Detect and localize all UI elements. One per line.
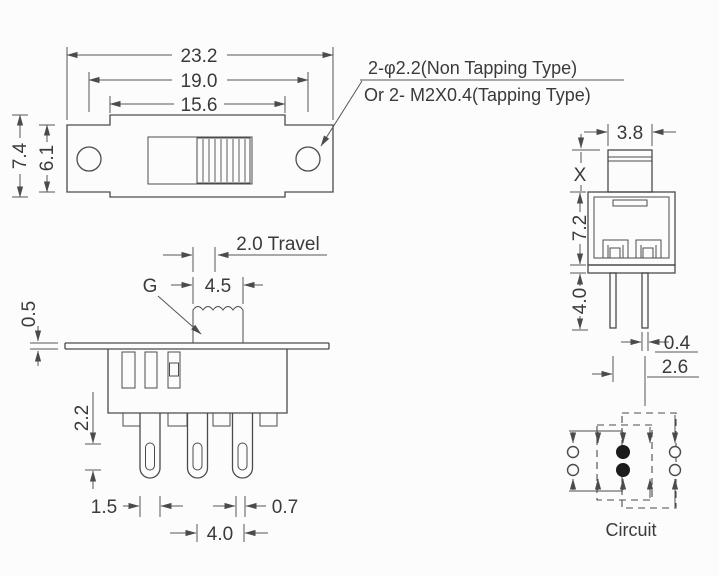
front-body-bottom-tabs — [122, 412, 278, 427]
dim-hole-pitch: 19.0 — [88, 71, 309, 112]
dim-terminal-width-label: 1.5 — [91, 497, 117, 518]
dim-knob-width-side-label: 3.8 — [617, 123, 643, 144]
circuit-diagram: Circuit — [566, 412, 682, 540]
dim-knob-width-side: 3.8 — [584, 123, 676, 146]
dim-knob-height-label: X — [574, 165, 587, 186]
slider-position-left — [596, 424, 653, 501]
common-pin-top — [616, 445, 630, 459]
dim-total-width: 23.2 — [66, 46, 334, 120]
dim-body-height-side-label: 7.2 — [570, 215, 591, 241]
dim-end-height: 6.1 — [37, 124, 58, 193]
side-knob — [607, 149, 653, 193]
side-base-plate — [587, 264, 676, 274]
side-pin-right — [641, 272, 649, 329]
mounting-hole-left — [76, 146, 102, 172]
dim-terminal-thickness-label: 0.7 — [272, 497, 298, 518]
note-line2: Or 2- M2X0.4(Tapping Type) — [364, 85, 591, 105]
dim-pin-width: 0.4 — [621, 332, 698, 354]
dim-flange-thickness-label: 0.5 — [19, 301, 40, 327]
front-body-slots — [121, 351, 181, 389]
dim-hole-length-label: 2.2 — [72, 405, 93, 431]
dim-pin-pitch: 2.6 — [592, 356, 699, 406]
top-view-body-outline — [66, 114, 334, 198]
dim-travel: 2.0 Travel — [163, 234, 327, 272]
dim-pin-length: 4.0 — [570, 272, 591, 331]
slider-knob-front — [192, 306, 244, 343]
note-leader-line — [320, 80, 363, 147]
dim-terminal-pitch: 4.0 — [170, 524, 268, 545]
note-line1: 2-φ2.2(Non Tapping Type) — [368, 58, 577, 78]
side-view: 3.8 X 7.2 4.0 0.4 — [570, 123, 699, 406]
dim-terminal-width: 1.5 — [91, 496, 183, 518]
circuit-contact-arrows — [569, 415, 679, 507]
side-contact-blocks — [602, 239, 662, 259]
circuit-pins — [566, 445, 682, 477]
dim-hole-length: 2.2 — [72, 392, 101, 489]
dim-end-height-label: 6.1 — [37, 145, 58, 171]
dim-knob-width-front-label: 4.5 — [205, 276, 231, 297]
common-pin-bottom — [616, 463, 630, 477]
dim-terminal-thickness: 0.7 — [213, 496, 298, 518]
dim-knob-width-front: 4.5 — [171, 276, 263, 304]
dim-body-height: 7.4 — [10, 114, 31, 198]
front-body — [107, 349, 288, 414]
flange-plate — [64, 342, 330, 350]
solder-terminals — [139, 413, 254, 479]
dim-slot-width-label: 15.6 — [181, 95, 218, 116]
dim-pin-pitch-label: 2.6 — [662, 357, 688, 378]
dim-hole-pitch-label: 19.0 — [181, 71, 218, 92]
knob-grip-callout: G — [143, 276, 202, 335]
side-pin-left — [609, 272, 617, 329]
dim-total-width-label: 23.2 — [181, 46, 218, 67]
mounting-hole-right — [295, 146, 321, 172]
dim-pin-length-label: 4.0 — [570, 288, 591, 314]
dim-body-height-side: 7.2 — [570, 192, 591, 266]
knob-grip-label: G — [143, 276, 158, 297]
front-view: 2.0 Travel 4.5 G 0.5 2.2 — [19, 234, 330, 545]
dim-slot-width: 15.6 — [109, 95, 286, 116]
dim-travel-label: 2.0 Travel — [236, 234, 319, 255]
circuit-label: Circuit — [605, 520, 656, 540]
mounting-hole-note: 2-φ2.2(Non Tapping Type) Or 2- M2X0.4(Ta… — [320, 58, 624, 147]
top-view: 23.2 19.0 15.6 7.4 6.1 — [10, 46, 334, 198]
side-body — [587, 191, 676, 266]
dim-body-height-label: 7.4 — [10, 142, 31, 169]
slider-slot — [147, 136, 253, 185]
dim-terminal-pitch-label: 4.0 — [207, 524, 233, 545]
dim-pin-width-label: 0.4 — [664, 333, 691, 354]
dim-flange-thickness: 0.5 — [19, 301, 58, 366]
slider-position-right — [621, 412, 677, 509]
dim-knob-height: X — [570, 134, 600, 193]
slider-knob-top — [196, 137, 251, 184]
